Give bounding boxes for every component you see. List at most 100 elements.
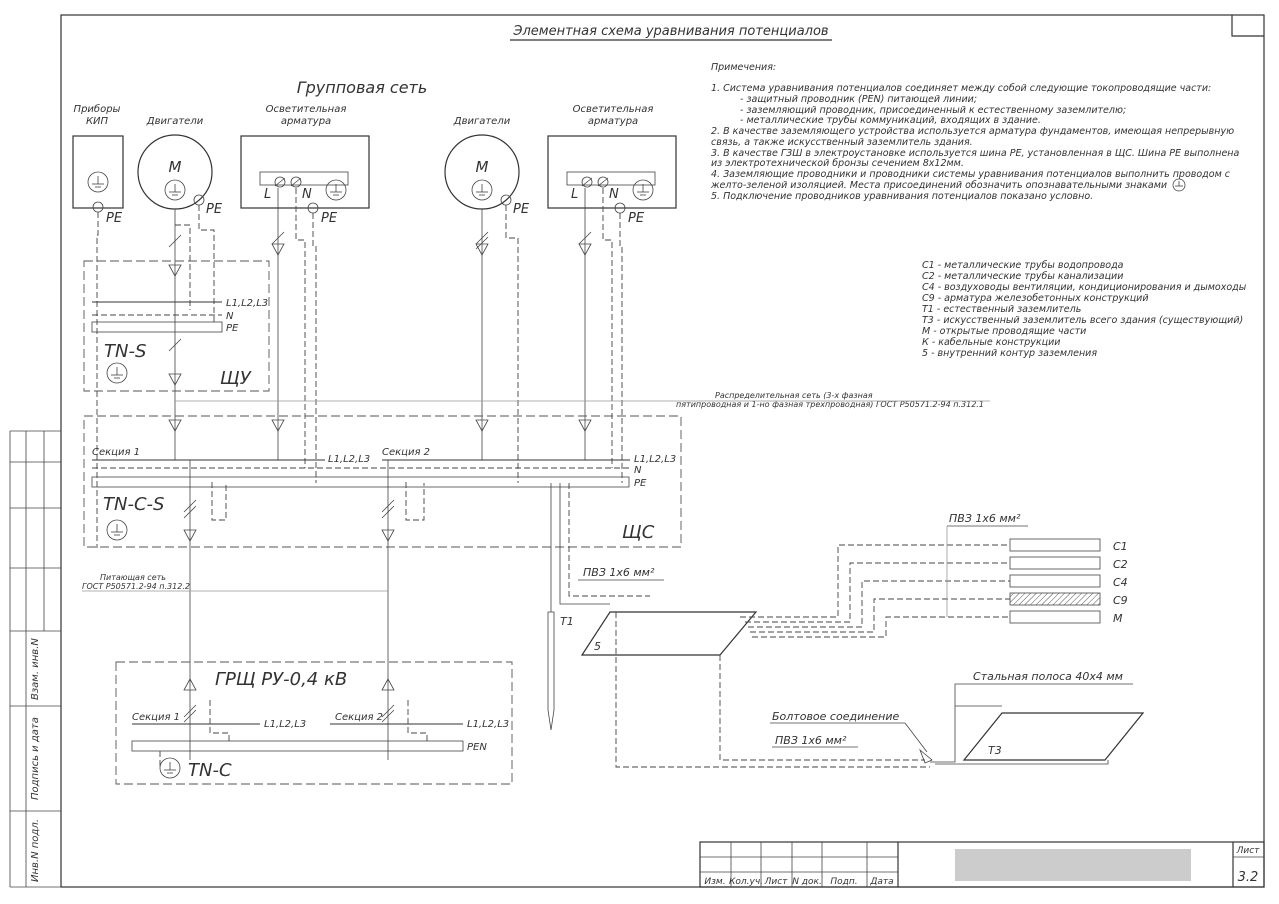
bus-label: PEN [467, 742, 487, 753]
consumer-label: арматура [281, 116, 331, 127]
pe-label: PE [206, 202, 223, 217]
feeder-wiring [96, 188, 623, 548]
legend-item: С4 - воздуховоды вентиляции, кондиционир… [922, 282, 1247, 293]
legend-item: Т1 - естественный заземлитель [922, 304, 1081, 315]
pipe-label: С4 [1113, 576, 1128, 589]
motor-label: M [476, 158, 489, 176]
pe-label: PE [321, 211, 338, 226]
side-label-vzam: Взам. инв.N [30, 638, 41, 700]
stamp-col: Лист [764, 877, 789, 887]
drawing-title: Элементная схема уравнивания потенциалов [512, 24, 828, 39]
consumer-label: Приборы [74, 103, 121, 115]
corner-box [1231, 15, 1264, 37]
bus-label: L1,L2,L3 [226, 298, 268, 309]
stamp-col: Подп. [830, 877, 857, 887]
ground-mark-icon [1172, 178, 1186, 192]
n-label: N [302, 187, 312, 202]
motor-1: M PE [137, 134, 223, 217]
consumer-label: арматура [588, 116, 638, 127]
kip-device: PE [72, 135, 124, 226]
panel-name: ЩУ [220, 368, 252, 389]
legend-item: К - кабельные конструкции [922, 337, 1060, 348]
legend: С1 - металлические трубы водопровода С2 … [922, 260, 1247, 359]
loop-5 [580, 611, 758, 656]
note-line: пятипроводная и 1-но фазная трехпроводна… [676, 400, 984, 409]
ground-symbol-icon [159, 757, 181, 779]
section-label: Секция 2 [335, 712, 383, 723]
bus-label: L1,L2,L3 [634, 454, 676, 465]
t3-label: Т3 [988, 744, 1002, 757]
title-block-redacted [955, 849, 1191, 881]
consumer-label: Осветительная [266, 104, 347, 115]
pipe-c9 [1009, 592, 1101, 606]
pipe-c2 [1009, 556, 1101, 570]
stamp-col: Изм. [704, 877, 725, 887]
system-label: TN-C-S [103, 494, 164, 515]
notes-block: Примечения: 1. Система уравнивания потен… [710, 62, 1240, 202]
loop-label: 5 [594, 640, 601, 653]
bus-label: L1,L2,L3 [264, 719, 306, 730]
t1-label: Т1 [560, 615, 574, 628]
legend-item: М - открытые проводящие части [922, 326, 1086, 337]
legend-item: 5 - внутренний контур заземления [922, 348, 1097, 359]
note-line: 4. Заземляющие проводники и проводники с… [711, 169, 1231, 180]
notes-header: Примечения: [711, 62, 776, 73]
note-line: 3. В качестве ГЗШ в электроустановке исп… [711, 148, 1240, 159]
pe-label: PE [513, 202, 530, 217]
sheet-label: Лист [1236, 846, 1261, 856]
section-label: Секция 2 [382, 447, 430, 458]
distribution-note: Распределительная сеть (3-х фазная пятип… [175, 391, 990, 409]
ground-symbol-icon [106, 362, 128, 384]
note-line: - металлические трубы коммуникаций, вход… [740, 115, 1041, 126]
stamp-col: Дата [869, 877, 893, 887]
bus-label: L1,L2,L3 [328, 454, 370, 465]
stamp-col: Кол.уч. [729, 877, 763, 887]
sheet-frame [60, 14, 1265, 888]
note-line: Питающая сеть [100, 573, 166, 582]
bus-label: PE [226, 323, 239, 334]
ground-symbol-icon [106, 519, 128, 541]
consumer-label: Осветительная [573, 104, 654, 115]
consumer-labels: Приборы КИП Двигатели Осветительная арма… [74, 103, 654, 127]
pipe-m [1009, 610, 1101, 624]
bus-label: N [634, 465, 642, 476]
side-label-inv: Инв.N подл. [30, 819, 41, 882]
n-label: N [609, 187, 619, 202]
wire-label: ПВЗ 1х6 мм² [583, 566, 655, 579]
stamp-col: N док. [792, 877, 822, 887]
note-line: желто-зеленой изоляцией. Места присоедин… [710, 180, 1167, 191]
lighting-2: L N PE [547, 135, 677, 226]
consumer-label: Двигатели [453, 116, 511, 127]
note-line: - заземляющий проводник, присоединенный … [740, 105, 1126, 116]
l-label: L [264, 187, 271, 202]
feed-note: Питающая сеть ГОСТ Р50571.2-94 п.312.2 [82, 573, 388, 592]
note-line: 1. Система уравнивания потенциалов соеди… [711, 83, 1211, 94]
left-margin-stamp: Взам. инв.N Подпись и дата Инв.N подл. [9, 430, 61, 888]
pipe-label: С1 [1113, 540, 1128, 553]
pe-label: PE [628, 211, 645, 226]
pipe-c1 [1009, 538, 1101, 552]
pipe-c4 [1009, 574, 1101, 588]
panel-name: ГРЩ РУ-0,4 кВ [215, 669, 347, 690]
legend-item: Т3 - искусственный заземлитель всего зда… [922, 315, 1243, 326]
pipe-label: С2 [1113, 558, 1128, 571]
bus-label: N [226, 311, 234, 322]
bolt-label: Болтовое соединение [772, 710, 900, 723]
group-net-label: Групповая сеть [297, 78, 428, 97]
panel-name: ЩС [622, 522, 655, 543]
note-line: ГОСТ Р50571.2-94 п.312.2 [82, 582, 190, 591]
note-line: Распределительная сеть (3-х фазная [715, 391, 873, 400]
pe-label: PE [106, 211, 123, 226]
bus-label: L1,L2,L3 [467, 719, 509, 730]
system-label: TN-C [188, 760, 232, 781]
pipe-label: М [1113, 612, 1123, 625]
section-label: Секция 1 [92, 447, 140, 458]
t1-rod [547, 611, 555, 731]
pipe-label: С9 [1113, 594, 1128, 607]
wire-label: ПВЗ 1х6 мм² [949, 512, 1021, 525]
bonding-scheme: Т1 ПВЗ 1х6 мм² 5 ПВЗ 1х6 мм² С1 С2 С4 С9… [547, 512, 1145, 768]
panel-grsh: ГРЩ РУ-0,4 кВ Секция 1 Секция 2 L1,L2,L3… [115, 661, 513, 785]
sheet-number: 3.2 [1238, 870, 1259, 885]
panel-shs: Секция 1 Секция 2 L1,L2,L3 L1,L2,L3 N PE… [83, 415, 682, 760]
